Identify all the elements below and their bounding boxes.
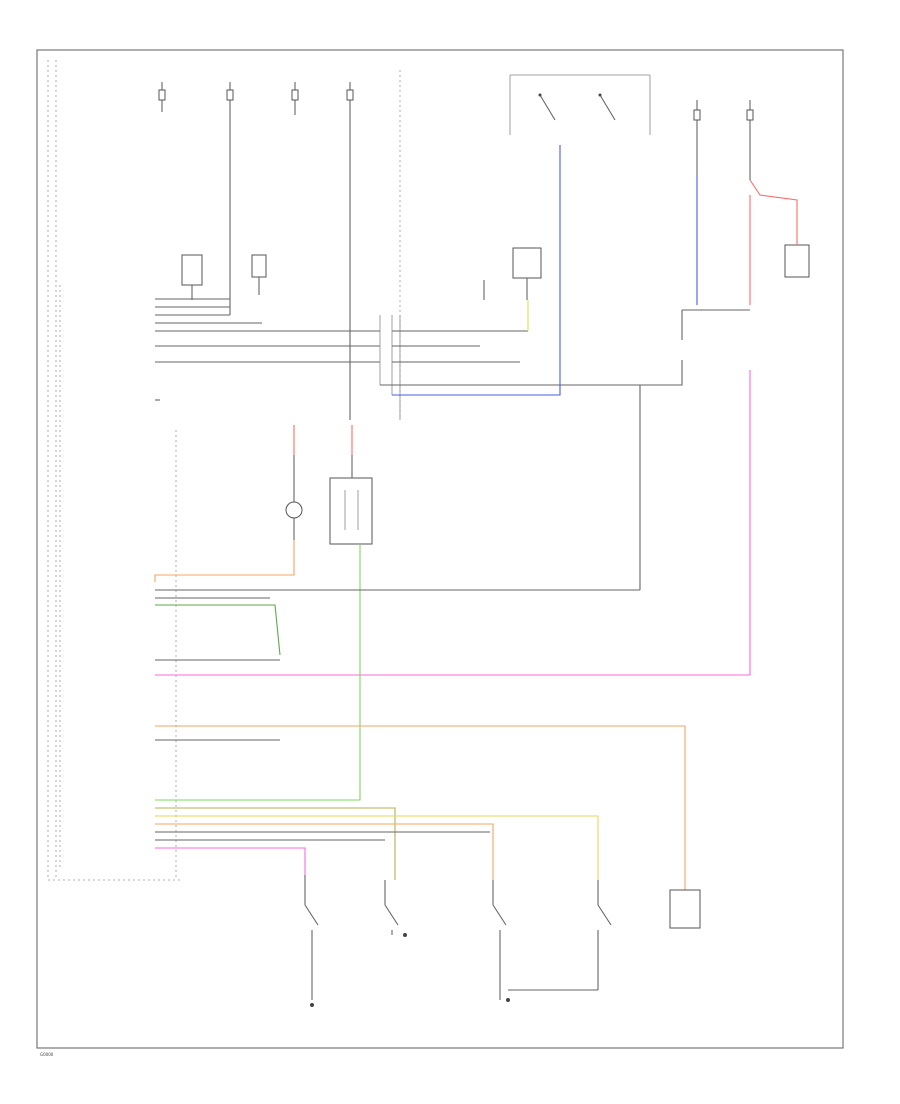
upper-left-relays [181, 254, 267, 300]
wire-red [749, 179, 798, 245]
instrument-cluster [285, 455, 373, 545]
wire-olive [155, 807, 396, 880]
diagram-footer-label: G0000 [40, 1052, 54, 1057]
body-control-module-boundary [47, 60, 401, 881]
headlamp-switch-top [509, 74, 651, 135]
fuse-3 [291, 82, 299, 112]
fuse-1 [158, 82, 166, 112]
wire-yellow-bottom [155, 815, 599, 880]
wire-dark-green [155, 604, 281, 656]
wire-pink-bottom [155, 847, 306, 875]
wire-orange [155, 725, 686, 890]
module-rows-bottom [155, 385, 641, 841]
bottom-switches [304, 875, 701, 1007]
top-fuses [158, 82, 354, 112]
right-top-fuses [693, 100, 754, 140]
wire-green [155, 545, 361, 801]
wire-blue [392, 145, 561, 396]
colored-wires [154, 145, 798, 890]
bottom-right-component [669, 889, 701, 929]
upper-mid-components [483, 247, 542, 300]
wire-pink [155, 370, 751, 676]
switch-3 [492, 880, 510, 1002]
switch-4 [508, 880, 612, 991]
right-components [640, 140, 810, 386]
top-feed-wires [229, 112, 351, 420]
switch-2 [384, 880, 407, 937]
switch-1 [304, 875, 319, 1007]
center-connector [379, 315, 640, 420]
fuse-4 [346, 82, 354, 112]
wire-orange-bottom [155, 823, 494, 880]
diagram-frame [36, 49, 844, 1049]
fuse-2 [226, 82, 234, 112]
module-pin-lines [155, 298, 380, 401]
wire-orange-ic [154, 540, 295, 582]
